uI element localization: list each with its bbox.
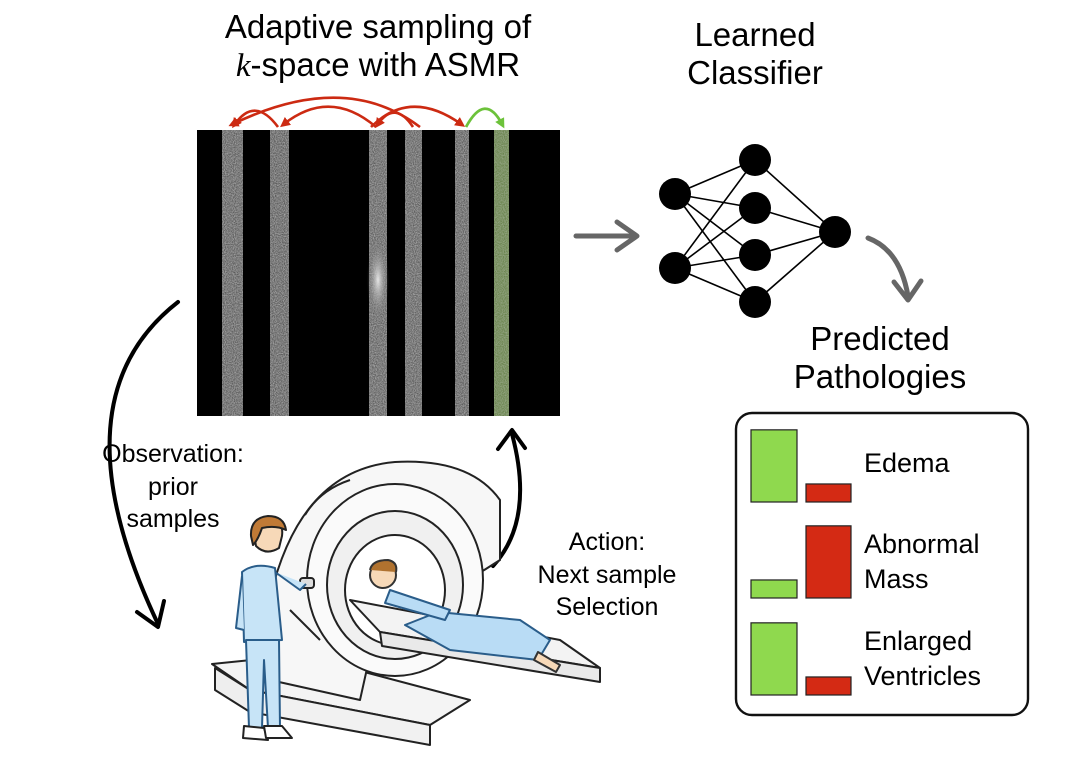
action-label-line1: Action: [568,528,646,556]
classifier-title: Learned Classifier [655,16,855,92]
action-arrow [491,428,527,568]
bar-present [750,622,798,696]
pathologies-title-line1: Predicted [810,320,950,357]
technician-figure [235,515,307,741]
pathology-label-enlarged-ventricles: Enlarged Ventricles [864,624,981,694]
bar-absent [805,676,852,696]
input-node [659,178,691,210]
bar-absent [805,525,852,599]
pathologies-title: Predicted Pathologies [760,320,1000,396]
action-label: Action: Next sample Selection [512,526,702,624]
observation-arrow [107,300,180,629]
hidden-node [739,192,771,224]
sampling-title-line1: Adaptive sampling of [224,8,532,45]
pathology-label-line2: Ventricles [864,661,982,692]
pathology-label-abnormal-mass: Abnormal Mass [864,527,980,597]
pathology-label-line1: Abnormal [864,529,980,559]
output-node [819,216,851,248]
to-predictions-arrow [865,235,924,303]
action-label-line3: Selection [555,593,659,621]
pathology-label-line2: Mass [864,564,929,595]
pathologies-title-line2: Pathologies [793,357,967,395]
mri-scanner-illustration [211,460,601,746]
next-sample-arrow [464,107,505,129]
sampling-title-line2-rest: -space with ASMR [250,45,521,83]
hidden-node [739,286,771,318]
prior-sample-arrows [228,96,466,129]
observation-label-line3: samples [126,505,220,533]
sampling-title-line2: k-space with ASMR [178,46,578,86]
pathology-label-line1: Enlarged [864,626,973,656]
bar-absent [805,483,852,503]
hidden-node [739,239,771,271]
bar-present [750,579,798,599]
input-node [659,252,691,284]
neural-network [659,144,851,318]
next-sample-line [494,130,509,416]
pathology-bars [750,429,852,696]
sampling-title: Adaptive sampling of k-space with ASMR [178,8,578,86]
bar-present [750,429,798,503]
kspace-image [197,130,560,416]
pathology-label-edema: Edema [864,446,950,481]
pathology-panel [734,411,1030,717]
to-classifier-arrow [573,219,640,253]
observation-label-line2: prior [147,472,198,501]
hidden-node [739,144,771,176]
classifier-title-line2: Classifier [687,53,823,91]
sampled-lines [222,130,469,416]
observation-label-line1: Observation: [102,440,244,468]
action-label-line2: Next sample [537,560,677,589]
pathology-label-line1: Edema [864,448,950,478]
k-symbol: k [235,47,251,84]
classifier-title-line1: Learned [694,16,816,53]
observation-label: Observation: prior samples [78,438,268,536]
